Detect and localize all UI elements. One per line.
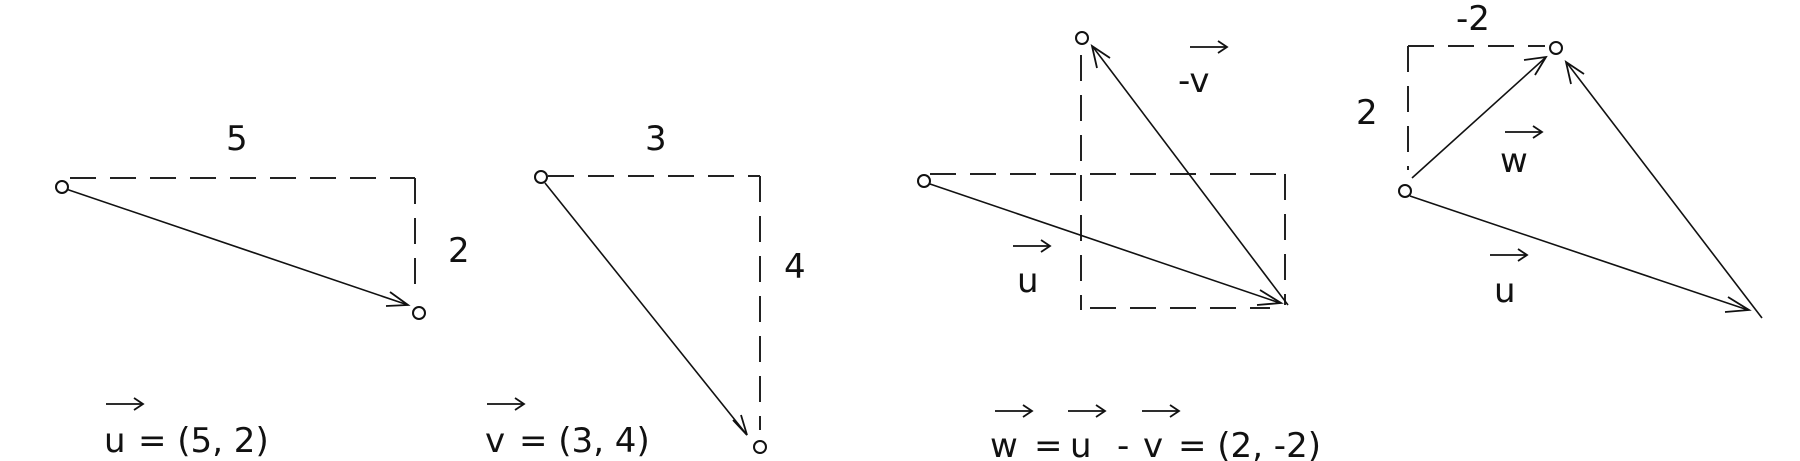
v-head-dot bbox=[753, 440, 767, 454]
caption-u-value: = (5, 2) bbox=[138, 421, 269, 461]
diff-u-label-arrow-tip bbox=[1040, 239, 1052, 253]
u-head-dot bbox=[412, 306, 426, 320]
caption-u-arrow-tip bbox=[133, 397, 145, 411]
w-arrowhead bbox=[1523, 55, 1548, 76]
diff-u-vector-line bbox=[929, 183, 1281, 304]
caption-u-letter: u bbox=[104, 421, 126, 461]
panel-u: 5 2 u = (5, 2) bbox=[55, 119, 470, 461]
diff-negv-arrowhead bbox=[1090, 44, 1111, 69]
u-vertical-label: 2 bbox=[448, 231, 470, 271]
diff-u-tail-dot bbox=[917, 174, 931, 188]
v-tail-dot bbox=[534, 170, 548, 184]
panel-v: 3 4 v = (3, 4) bbox=[485, 119, 806, 461]
w-panel-u-label-arrow-tip bbox=[1517, 248, 1529, 262]
caption-w-equals: = bbox=[1034, 426, 1063, 461]
u-vector-line bbox=[62, 187, 409, 306]
diff-u-label: u bbox=[1017, 261, 1039, 301]
caption-w-letter: w bbox=[990, 426, 1018, 461]
v-vertical-label: 4 bbox=[784, 247, 806, 287]
w-panel-u-line bbox=[1409, 195, 1749, 311]
caption-v-value: = (3, 4) bbox=[519, 421, 650, 461]
v-vector-line bbox=[544, 182, 748, 436]
negv-label: -v bbox=[1178, 61, 1209, 101]
caption-v-arrow-tip bbox=[514, 397, 526, 411]
w-panel-u-label: u bbox=[1494, 271, 1516, 311]
caption-diff-value: = (2, -2) bbox=[1178, 426, 1321, 461]
caption-v-letter: v bbox=[485, 421, 505, 461]
w-vector-line bbox=[1411, 57, 1546, 179]
panel-w: -2 2 w u bbox=[1356, 0, 1763, 319]
w-vertical-label: 2 bbox=[1356, 93, 1378, 133]
w-horizontal-label: -2 bbox=[1456, 0, 1490, 39]
w-head-dot bbox=[1549, 41, 1563, 55]
w-label: w bbox=[1500, 141, 1528, 181]
v-arrowhead bbox=[732, 414, 748, 436]
caption-w-arrow-tip bbox=[1022, 404, 1034, 418]
v-horizontal-label: 3 bbox=[645, 119, 667, 159]
u-tail-dot bbox=[55, 180, 69, 194]
w-panel-negv-line bbox=[1566, 62, 1763, 319]
panel-difference: -v u w = u - v = (2, -2) bbox=[917, 31, 1321, 461]
w-panel-negv-arrowhead bbox=[1564, 60, 1585, 85]
caption-u2-arrow-tip bbox=[1095, 404, 1107, 418]
diff-u-arrowhead bbox=[1256, 289, 1284, 306]
w-label-arrow-tip bbox=[1532, 125, 1544, 139]
caption-u2-letter: u bbox=[1070, 426, 1092, 461]
w-tail-dot bbox=[1398, 184, 1412, 198]
u-horizontal-label: 5 bbox=[226, 119, 248, 159]
u-arrowhead bbox=[385, 291, 411, 307]
w-panel-u-arrowhead bbox=[1724, 296, 1752, 313]
caption-v2-letter: v bbox=[1143, 426, 1163, 461]
caption-v2-arrow-tip bbox=[1169, 404, 1181, 418]
diff-negv-tip-dot bbox=[1075, 31, 1089, 45]
negv-label-arrow-tip bbox=[1217, 40, 1229, 54]
caption-minus: - bbox=[1117, 426, 1129, 461]
diff-negv-vector-line bbox=[1092, 46, 1289, 306]
